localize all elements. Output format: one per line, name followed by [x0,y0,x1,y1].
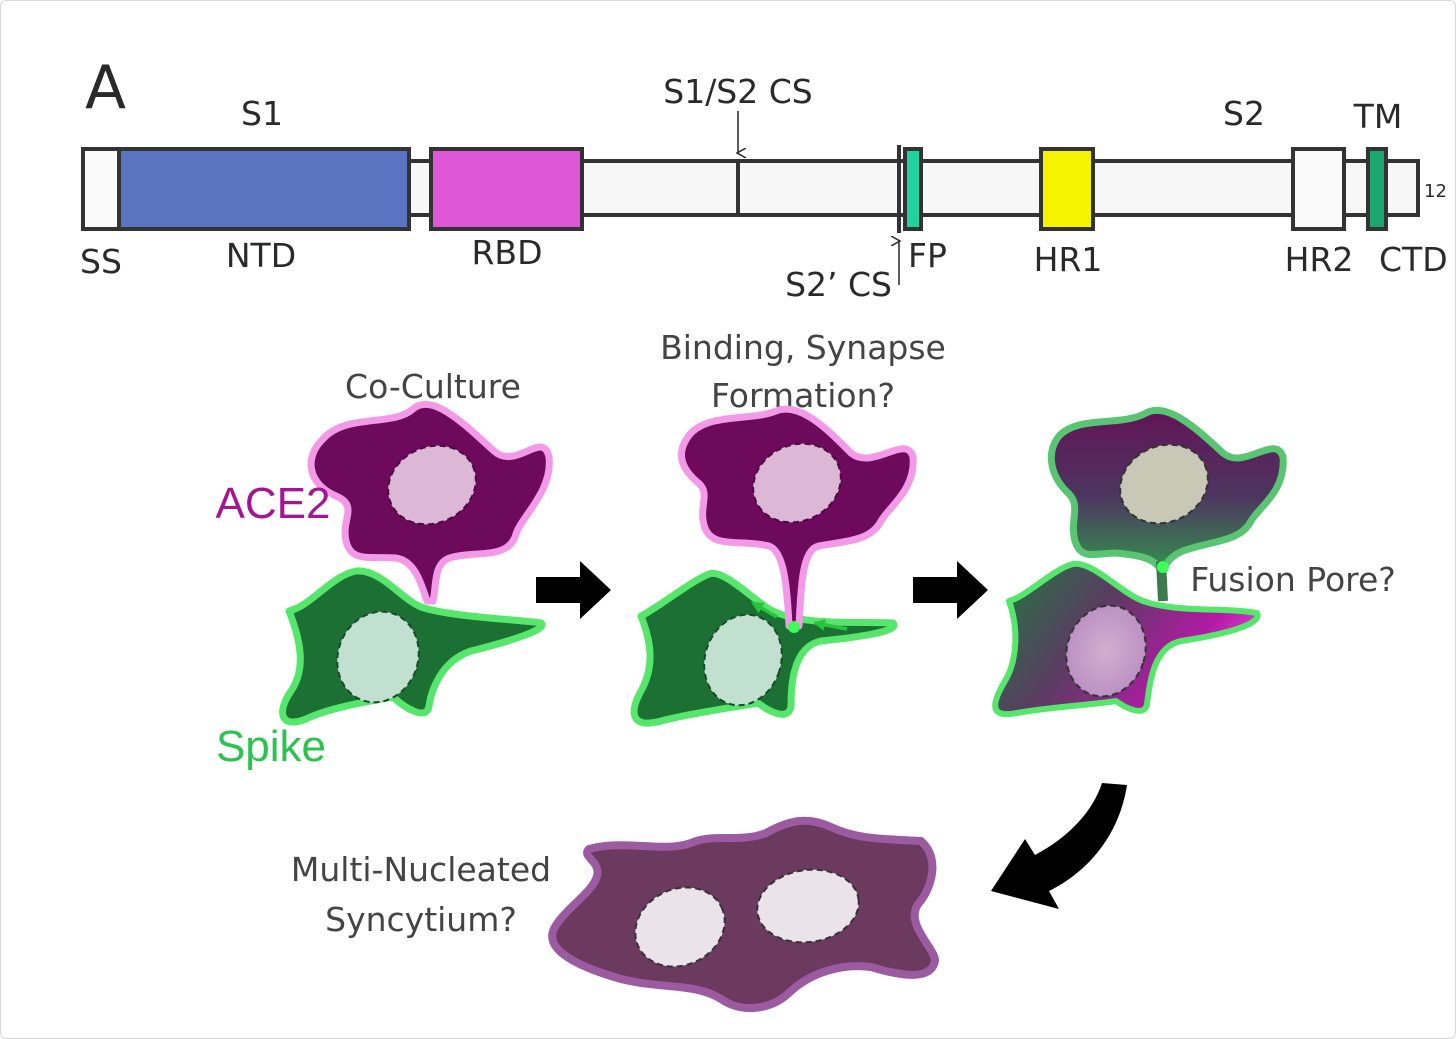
synapse-marks [751,601,848,633]
ntd-label: NTD [226,236,296,275]
fused-bottom-nucleus [1065,604,1147,698]
ntd-domain [117,147,411,231]
synapse-contact-point [788,621,800,633]
spike-label: Spike [216,722,326,771]
fusion-pore-label: Fusion Pore? [1190,560,1396,599]
hr1-label: HR1 [1034,240,1103,279]
ace2-cell-step2 [678,405,917,630]
domain-labels: S1 S1/S2 CS S2 TM 12 SS NTD RBD FP S2’ C… [80,72,1448,304]
tm-label: TM [1353,97,1403,136]
fused-top-cell [1047,406,1287,571]
length-label: 12 [1424,181,1447,202]
rbd-domain [429,147,584,231]
ace2-nucleus-step1 [387,444,477,526]
hr1-domain [1039,147,1095,231]
panel-label: A [85,53,126,123]
synapse-arrow-right [813,618,848,631]
arrow-step1-to-step2 [536,561,611,619]
fused-bottom-cell [992,560,1261,718]
domain-bar [81,145,1420,233]
arrow-step2-to-step3 [913,561,988,619]
s2-label: S2 [1223,94,1265,133]
hr2-label: HR2 [1285,240,1354,279]
fusion-pore-dot [1157,561,1169,573]
ss-label: SS [80,242,122,281]
tm-domain [1366,147,1388,231]
coculture-label: Co-Culture [345,367,521,406]
s2prime-cs-label: S2’ CS [785,265,892,304]
ace2-nucleus-step2 [752,442,842,524]
spike-cell-step2 [630,569,898,727]
binding-label-line2: Formation? [711,376,895,415]
syncytium-nucleus-right [756,868,860,944]
fp-domain [903,147,923,231]
synapse-arrow-left [751,601,778,619]
fp-label: FP [908,236,947,275]
syncytium-label-line2: Syncytium? [325,900,517,939]
s1s2-cs-label: S1/S2 CS [663,72,812,111]
s1-label: S1 [241,94,283,133]
syncytium-cell [548,816,939,1012]
ace2-cell-step1 [307,400,553,605]
ctd-label: CTD [1379,240,1448,279]
ace2-label: ACE2 [216,479,331,528]
rbd-label: RBD [472,233,543,272]
curved-arrow-to-syncytium [991,783,1127,909]
syncytium-nucleus-left [634,886,726,968]
fused-top-nucleus [1119,443,1209,525]
hr2-domain [1291,147,1346,231]
spike-cell-step1 [279,567,546,726]
spike-nucleus-step2 [703,613,783,707]
syncytium-label-line1: Multi-Nucleated [291,850,551,889]
binding-label-line1: Binding, Synapse [660,328,946,367]
spike-nucleus-step1 [336,610,420,704]
ss-domain [81,147,121,231]
